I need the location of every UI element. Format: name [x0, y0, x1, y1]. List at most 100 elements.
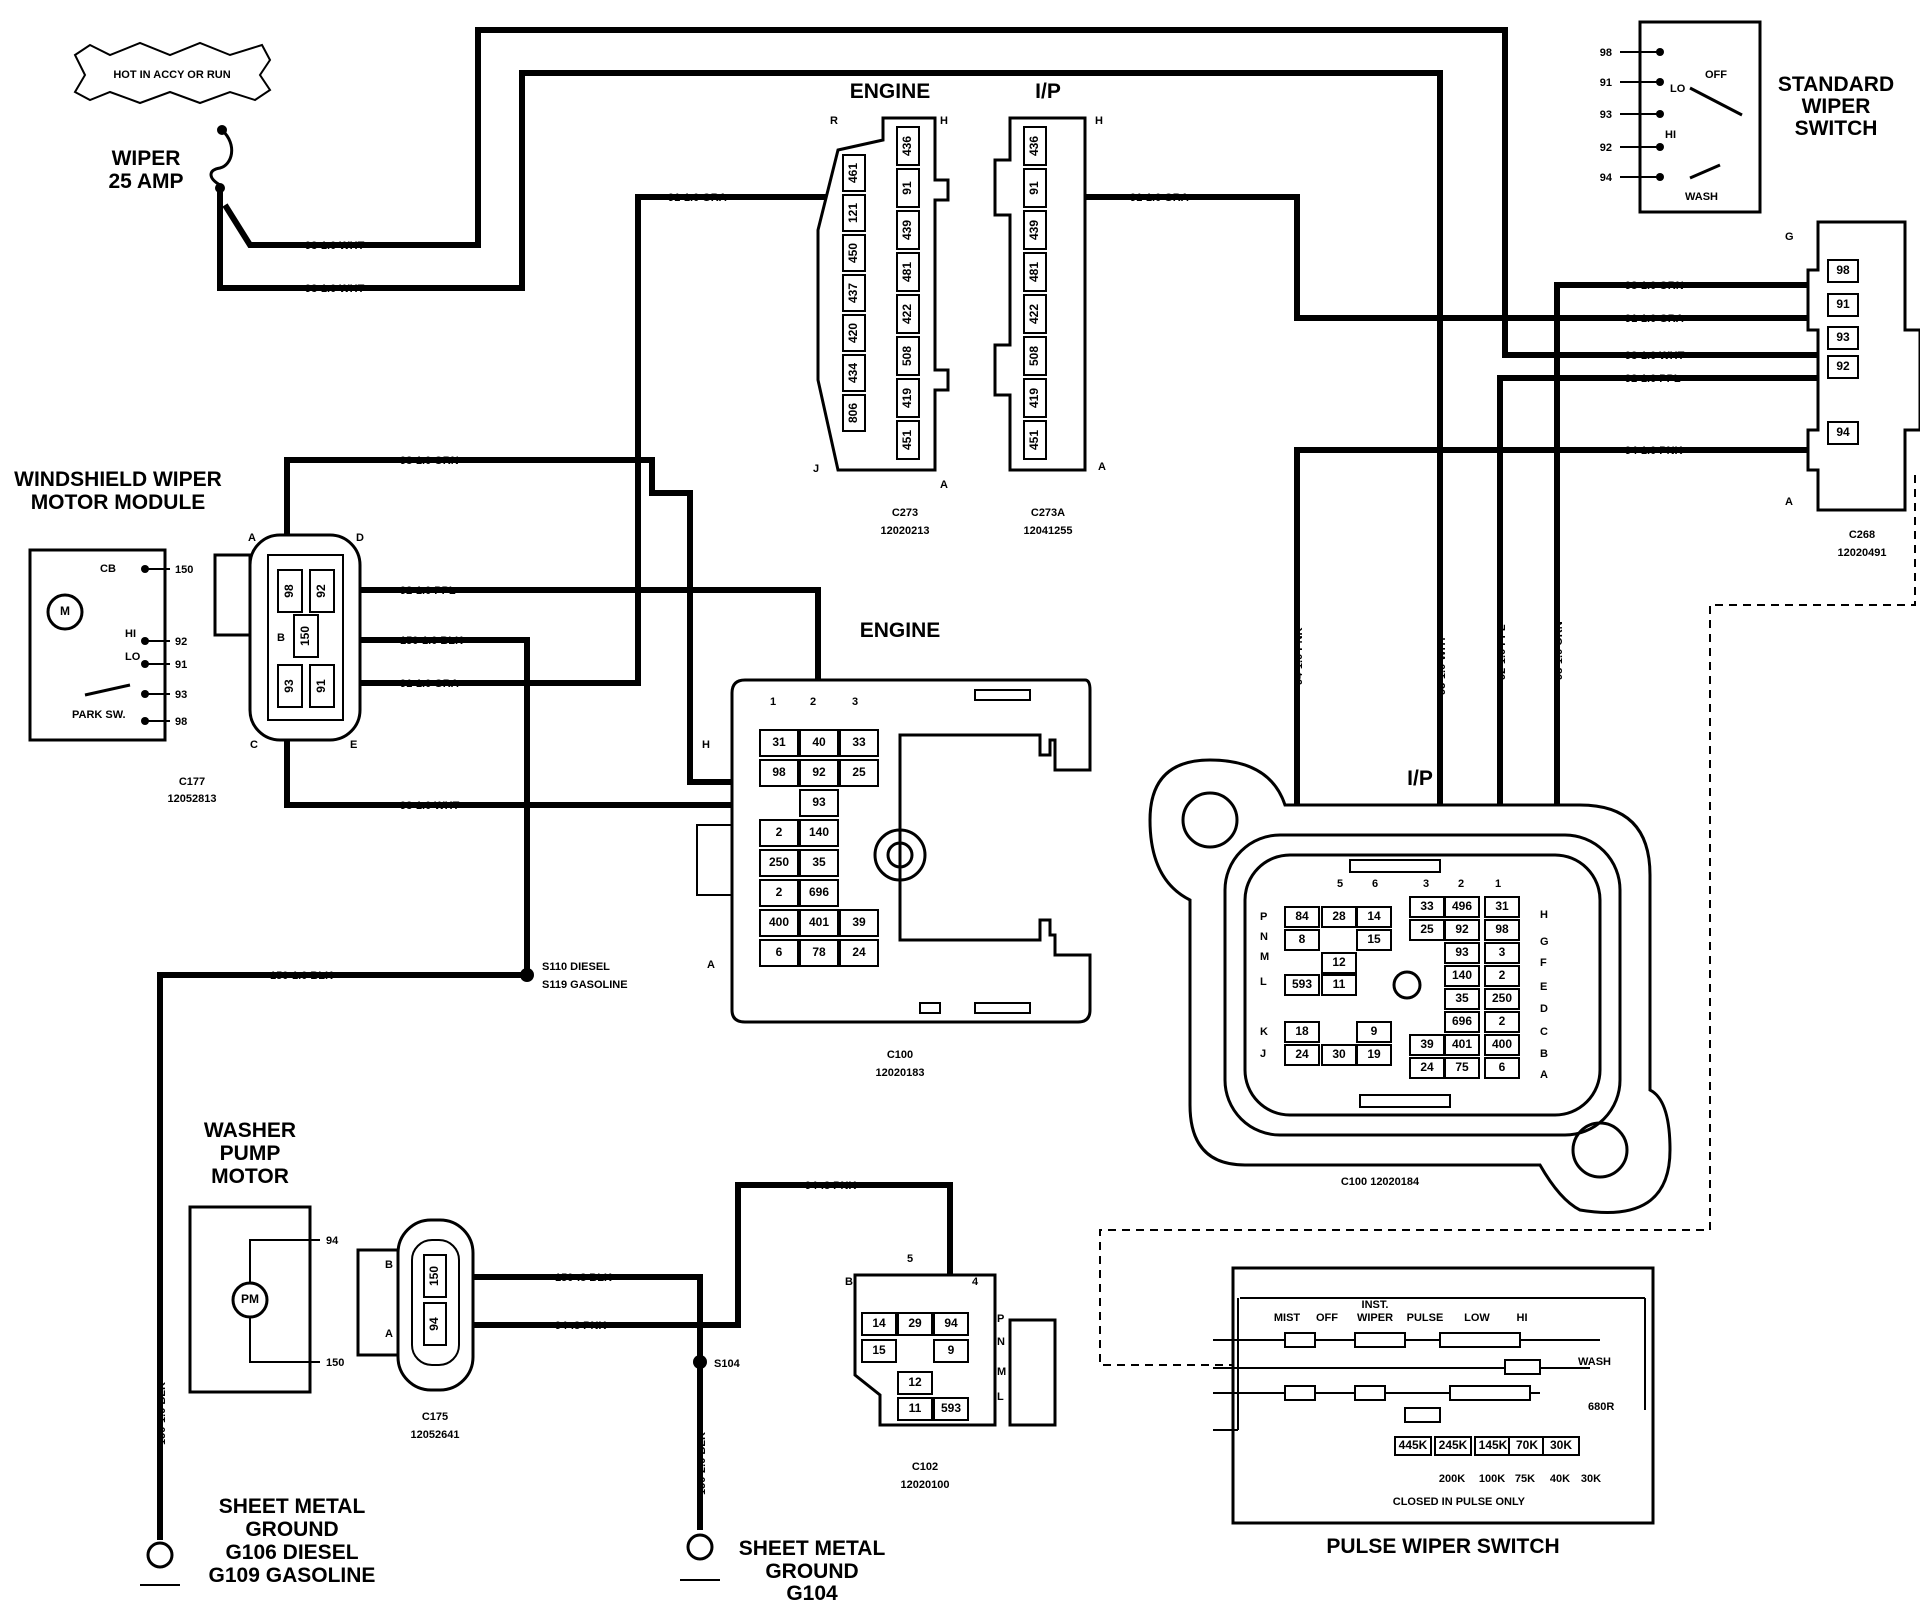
c177-pin-150-box	[293, 614, 319, 658]
c102-cell-11-box	[897, 1397, 933, 1421]
c273-left-pin-420: 420	[846, 323, 860, 343]
c268-pin-98: 98	[1836, 263, 1850, 277]
c100-cell-696: 696	[809, 885, 829, 899]
park-switch-arm	[84, 683, 131, 697]
c100ip-col-5: 5	[1337, 878, 1343, 890]
motor-pin-150: 150	[175, 564, 193, 576]
fuse-name: WIPER	[112, 147, 181, 170]
pulse-resistor-245k: 245K	[1439, 1438, 1468, 1452]
c100-cell-40: 40	[812, 735, 826, 749]
std-lo-label: LO	[1670, 83, 1686, 95]
pulse-contact-wiper	[1354, 1332, 1406, 1348]
c100-slot-top	[974, 689, 1031, 701]
c100-cell-98: 98	[772, 765, 786, 779]
ip-right-title: I/P	[1407, 767, 1433, 790]
c102-cell-593: 593	[941, 1401, 961, 1415]
c100ip-right-3-box	[1484, 942, 1520, 964]
pump-pin-150: 150	[326, 1357, 344, 1369]
c100-cell-78-box	[799, 939, 839, 967]
c102-part: 12020100	[901, 1479, 950, 1491]
c100-cell-250-box	[759, 849, 799, 877]
label-w98-module: 98-1.0 ORN	[400, 455, 459, 467]
std-pin-91: 91	[1600, 77, 1612, 89]
c100-cell-39-box	[839, 909, 879, 937]
c175-part: 12052641	[411, 1429, 460, 1441]
motor-pin-dot-92	[141, 637, 149, 645]
c100ip-left-30: 30	[1332, 1047, 1346, 1061]
c100ip-right-6: 6	[1499, 1060, 1506, 1074]
c100ip-left-15-box	[1356, 929, 1392, 951]
c273-left-pin-437: 437	[846, 283, 860, 303]
c273a-pin-436-box	[1023, 126, 1047, 166]
label-w94-top: 94-.8 PNK	[805, 1180, 856, 1192]
c100ip-left-18: 18	[1295, 1024, 1309, 1038]
pulse-contact-pulse	[1404, 1407, 1441, 1423]
c100ip-left-84-box	[1284, 906, 1320, 928]
pulse-col-wiper: WIPER	[1357, 1312, 1393, 1324]
c100-cell-400: 400	[769, 915, 789, 929]
label-v94: 94-1.0 PNK	[1293, 627, 1305, 685]
c100ip-left-28: 28	[1332, 909, 1346, 923]
c100-cell-93-box	[799, 789, 839, 817]
c100ip-right-496-box	[1444, 896, 1480, 918]
c273-right-pin-91: 91	[900, 181, 914, 195]
c100-slot-bottom	[974, 1002, 1031, 1014]
label-w91-module: 91-1.0 GRA	[400, 678, 459, 690]
c102-corner-p: P	[997, 1313, 1004, 1325]
c102-cell-12: 12	[908, 1375, 922, 1389]
pump-pm-label: PM	[241, 1292, 259, 1306]
c100ip-left-84: 84	[1295, 909, 1309, 923]
std-hi-label: HI	[1665, 129, 1676, 141]
motor-cb-label: CB	[100, 563, 116, 575]
c175-corner-b: B	[385, 1259, 393, 1271]
c273-right-pin-419-box	[896, 378, 920, 418]
c100ip-right-400-box	[1484, 1034, 1520, 1056]
c100ip-right-33: 33	[1420, 899, 1434, 913]
c100-col-1: 1	[770, 696, 776, 708]
c273-corner-a: A	[940, 479, 948, 491]
c177-pin-91: 91	[314, 679, 328, 693]
c100ip-left-14-box	[1356, 906, 1392, 928]
c100-cell-6: 6	[776, 945, 783, 959]
c100ip-center-bolt	[1392, 970, 1422, 1000]
wire-91-left	[345, 194, 905, 686]
c100-corner-a: A	[707, 959, 715, 971]
c100ip-right-31-box	[1484, 896, 1520, 918]
c268-corner-g: G	[1785, 231, 1794, 243]
wire-91-right	[1045, 194, 1820, 321]
c100ip-left-row-K: K	[1260, 1026, 1268, 1038]
c177-pin-98-box	[277, 569, 303, 613]
c177-pin-93-box	[277, 664, 303, 708]
c100ip-right-401: 401	[1452, 1037, 1472, 1051]
c102-cell-14-box	[861, 1312, 897, 1336]
splice-s119-label: S119 GASOLINE	[542, 979, 628, 991]
c273-right-pin-436: 436	[900, 136, 914, 156]
c273-corner-j: J	[813, 463, 819, 475]
c100ip-name: C100 12020184	[1341, 1176, 1420, 1188]
c273-right-pin-436-box	[896, 126, 920, 166]
c273-right-pin-451-box	[896, 420, 920, 460]
pulse-contacts	[1213, 1332, 1600, 1431]
c100ip-right-696-box	[1444, 1011, 1480, 1033]
c100-cell-2-box	[759, 879, 799, 907]
c100ip-right-2: 2	[1499, 968, 1506, 982]
label-w98-c268: 98-1.0 ORN	[1625, 280, 1684, 292]
c102-cell-9-box	[933, 1339, 969, 1363]
c100-cell-33-box	[839, 729, 879, 757]
c100ip-left-row-N: N	[1260, 931, 1268, 943]
c100-cell-6-box	[759, 939, 799, 967]
motor-pin-93: 93	[175, 689, 187, 701]
c102-corner-4: 4	[972, 1276, 979, 1288]
c100ip-right-250: 250	[1492, 991, 1512, 1005]
c177-corner-c: C	[250, 739, 258, 751]
c100-cell-35: 35	[812, 855, 826, 869]
c102-cell-29: 29	[908, 1316, 922, 1330]
c100-part: 12020183	[876, 1067, 925, 1079]
c100ip-right-row-B: B	[1540, 1048, 1548, 1060]
